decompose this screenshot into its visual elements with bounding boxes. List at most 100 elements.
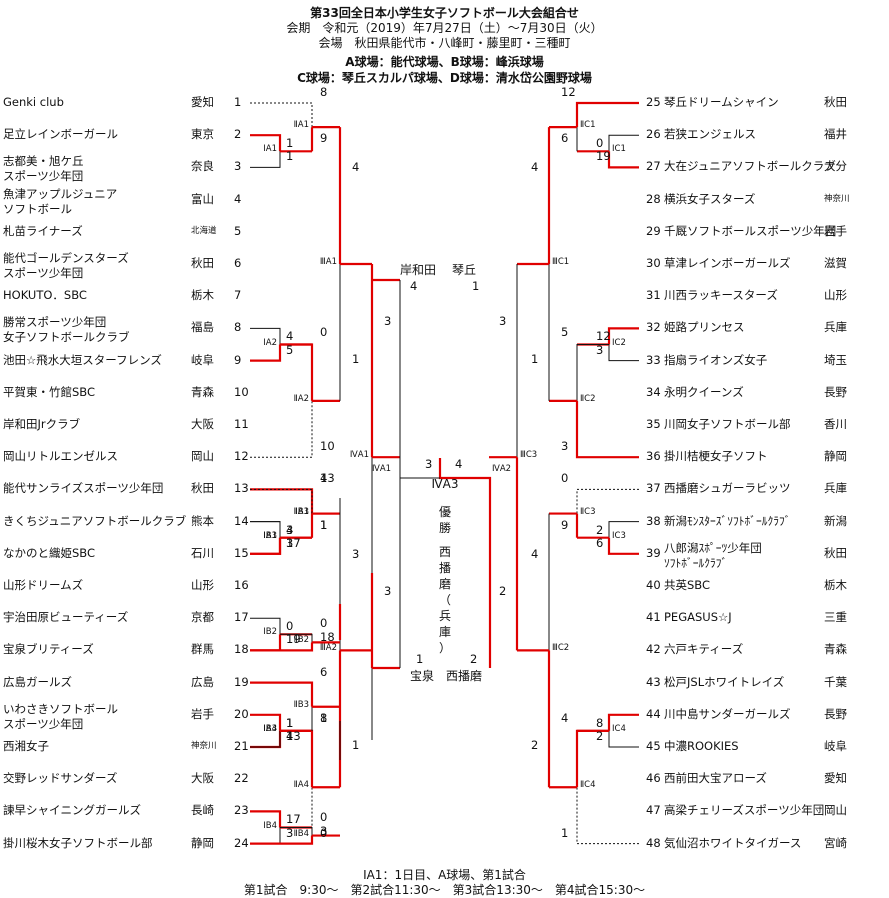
- team-prefecture: 愛知: [191, 95, 214, 109]
- team-name: 若狭エンジェルス: [664, 127, 756, 142]
- team-prefecture: 岡山: [191, 449, 214, 464]
- team-number: 33: [646, 352, 661, 367]
- match-code: ⅡA2: [293, 393, 309, 404]
- team-number: 23: [234, 803, 249, 818]
- score: 1: [531, 351, 539, 366]
- team-name: 共英SBC: [664, 578, 711, 592]
- team-name: 永明クイーンズ: [664, 384, 744, 399]
- score: 19: [286, 632, 301, 647]
- score: 8: [320, 710, 328, 725]
- team-name: 草津レインボーガールズ: [664, 256, 791, 270]
- team-number: 10: [234, 384, 249, 399]
- team-prefecture: 静岡: [824, 449, 847, 464]
- team-number: 40: [646, 578, 661, 592]
- score: 3: [384, 584, 392, 599]
- score: 1: [320, 710, 328, 725]
- score: 1: [320, 517, 328, 532]
- team-prefecture: 長野: [824, 706, 847, 721]
- team-prefecture: 宮崎: [824, 835, 847, 850]
- team-name: 気仙沼ホワイトタイガース: [664, 835, 802, 850]
- score: 3: [499, 313, 507, 328]
- score: 1: [286, 149, 294, 164]
- match-code: ⅣA1: [349, 450, 369, 461]
- team-name: 足立レインボーガール: [3, 127, 118, 142]
- final-team-left: 宝泉: [410, 669, 435, 683]
- team-name: HOKUTO．SBC: [3, 288, 87, 303]
- score: 9: [320, 131, 328, 146]
- bracket-line: [250, 521, 281, 538]
- score: 2: [499, 584, 507, 599]
- team-prefecture: 千葉: [824, 674, 847, 689]
- score: 12: [561, 85, 576, 99]
- score: 10: [320, 439, 335, 454]
- final-match-code: ⅣA3: [431, 477, 459, 491]
- match-code: ⅢC1: [552, 257, 570, 267]
- match-code: ⅡA1: [293, 120, 309, 131]
- score: 9: [561, 517, 569, 532]
- team-name: 岡山リトルエンゼルス: [3, 449, 118, 464]
- bracket-line: [576, 787, 639, 845]
- match-code: ⅡC2: [580, 393, 596, 404]
- team-prefecture: 長崎: [191, 803, 214, 818]
- team-prefecture: 北海道: [191, 225, 217, 236]
- score: 6: [320, 664, 328, 679]
- team-name: 広島ガールズ: [3, 674, 72, 689]
- score: 8: [596, 715, 604, 730]
- bracket-line: [608, 344, 639, 362]
- team-number: 36: [646, 449, 661, 464]
- bracket-line: [576, 488, 639, 514]
- team-prefecture: 群馬: [191, 642, 214, 657]
- page-title: 第33回全日本小学生女子ソフトボール大会組合せ: [310, 6, 579, 20]
- team-number: 18: [234, 642, 249, 657]
- score: 0: [320, 324, 328, 339]
- team-prefecture: 兵庫: [824, 481, 847, 496]
- team-name: きくちジュニアソフトボールクラブ: [3, 513, 187, 528]
- team-number: 12: [234, 449, 249, 464]
- team-prefecture: 秋田: [191, 256, 214, 270]
- bracket-line: [608, 521, 639, 538]
- team-name: 宇治田原ビューティーズ: [3, 610, 129, 625]
- team-prefecture: 神奈川: [824, 193, 850, 204]
- team-prefecture: 滋賀: [824, 256, 847, 270]
- score: 3: [561, 439, 569, 454]
- final-team-right: 西播磨: [446, 669, 483, 683]
- team-prefecture: 大阪: [191, 417, 214, 431]
- team-number: 39: [646, 545, 661, 560]
- team-name: 西前田大宝アローズ: [664, 771, 767, 786]
- team-number: 8: [234, 320, 242, 335]
- team-number: 28: [646, 191, 661, 206]
- bracket-line: [575, 729, 609, 788]
- score: 2: [596, 522, 604, 537]
- match-code: ⅠB3: [263, 723, 277, 734]
- match-code: ⅢA2: [319, 643, 337, 654]
- bracket-line: [250, 730, 281, 748]
- team-number: 19: [234, 674, 249, 689]
- team-prefecture: 奈良: [191, 159, 214, 174]
- team-name: 山形ドリームズ: [3, 578, 84, 592]
- score: 1: [286, 715, 294, 730]
- team-name: 新潟ﾓﾝｽﾀｰｽﾞｿﾌﾄﾎﾞｰﾙｸﾗﾌﾞ: [664, 513, 791, 528]
- match-code: ⅡC3: [580, 506, 596, 517]
- team-name: PEGASUS☆J: [664, 610, 732, 625]
- team-name: 川岡女子ソフトボール部: [664, 417, 791, 431]
- team-name: 能代ゴールデンスターズ スポーツ少年団: [3, 251, 129, 280]
- team-number: 22: [234, 771, 249, 786]
- team-prefecture: 山形: [191, 578, 214, 592]
- bracket-line: [607, 537, 639, 555]
- match-code: ⅠB4: [263, 820, 277, 831]
- team-number: 41: [646, 610, 661, 625]
- team-number: 11: [234, 417, 249, 431]
- match-code: ⅢC3: [520, 450, 538, 461]
- team-number: 16: [234, 578, 249, 592]
- score: 12: [596, 329, 611, 344]
- match-code: ⅡB3: [293, 699, 309, 710]
- score: 1: [320, 517, 328, 532]
- team-number: 45: [646, 739, 661, 753]
- score: 0: [561, 471, 569, 486]
- team-number: 15: [234, 545, 249, 560]
- team-prefecture: 岩手: [191, 706, 214, 721]
- score: 17: [286, 812, 301, 827]
- event-period: 会期 令和元（2019）年7月27日（土）～7月30日（火）: [286, 21, 603, 35]
- team-name: 八郎潟ｽﾎﾟｰﾂ少年団 ｿﾌﾄﾎﾞｰﾙｸﾗﾌﾞ: [664, 540, 762, 570]
- team-name: 交野レッドサンダーズ: [3, 771, 118, 786]
